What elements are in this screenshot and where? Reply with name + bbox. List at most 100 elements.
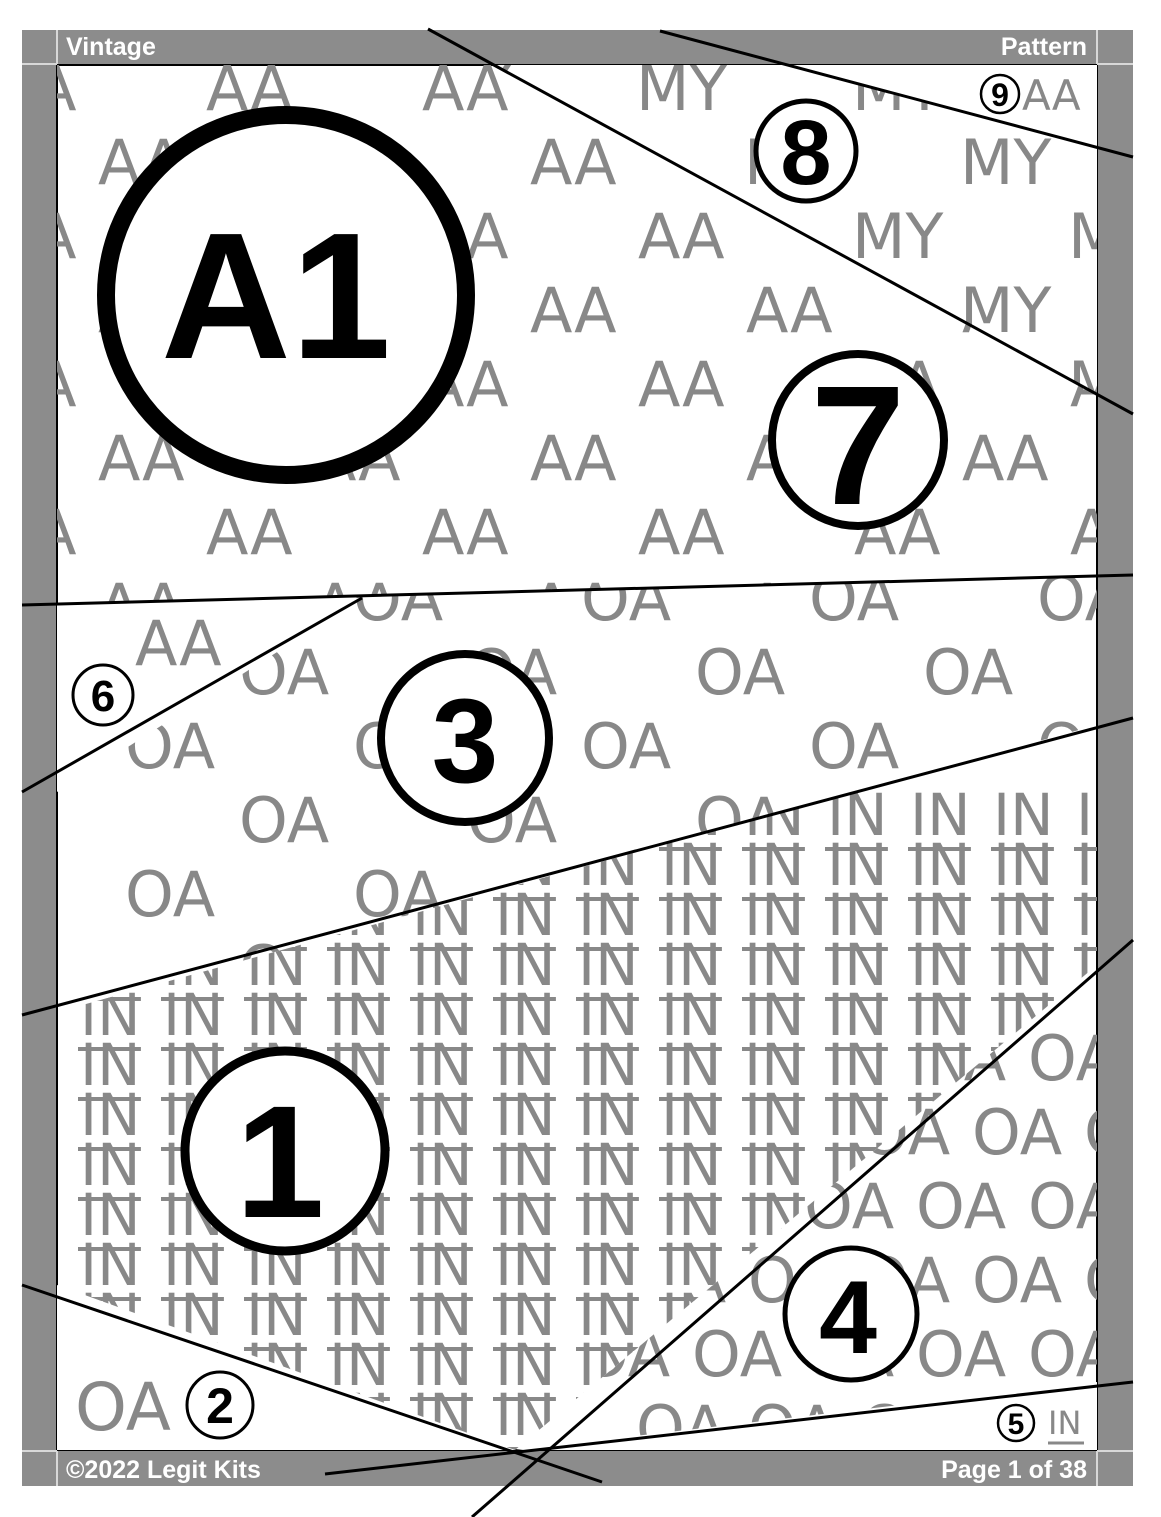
fill-code-glyph: IN	[993, 781, 1054, 849]
fill-code-glyph: IN	[578, 1031, 639, 1099]
fill-code-glyph: IN	[495, 1331, 556, 1399]
seam-3-6	[21, 596, 363, 794]
fill-code-glyph: IN	[827, 1031, 888, 1099]
region-badge-6: 6	[71, 663, 135, 727]
fill-code-glyph: AA	[746, 274, 833, 347]
fill-code-glyph: OA	[1151, 932, 1161, 1005]
fill-code-glyph: IN	[246, 981, 307, 1049]
fill-code-glyph: IN	[578, 931, 639, 999]
fill-code-glyph: MY	[852, 200, 943, 273]
seam-top-mid	[21, 573, 1134, 607]
fill-code-glyph: IN	[80, 1031, 141, 1099]
fill-code-glyph: OA	[1028, 1022, 1118, 1095]
svg-text:4: 4	[819, 1260, 877, 1376]
fill-code-glyph: IN	[578, 1231, 639, 1299]
fill-code-glyph: IN	[910, 881, 971, 949]
fill-code-glyph: IN	[495, 931, 556, 999]
fill-code-glyph: IN	[412, 1031, 473, 1099]
fill-code-glyph: OA	[923, 636, 1013, 709]
fill-code-glyph: AA	[422, 52, 509, 125]
fill-code-glyph: IN	[495, 1231, 556, 1299]
fill-code-glyph: OA	[1151, 784, 1161, 857]
svg-text:3: 3	[432, 674, 499, 808]
footer-copyright: ©2022 Legit Kits	[66, 1456, 261, 1484]
fill-code-glyph: IN	[495, 1031, 556, 1099]
fill-code-glyph: IN	[495, 1081, 556, 1149]
fill-code-glyph: OA	[692, 1318, 782, 1391]
fill-code-glyph: OA	[916, 1170, 1006, 1243]
fill-code-glyph: AA	[638, 200, 725, 273]
seam-1-4	[471, 938, 1134, 1517]
fill-code-glyph: IN	[495, 1131, 556, 1199]
fill-code-glyph: IN	[578, 1181, 639, 1249]
fill-code-glyph: IN	[744, 1081, 805, 1149]
fill-code-glyph: OA	[1151, 636, 1161, 709]
fill-code-glyph: OA	[695, 636, 785, 709]
header-right-label: Pattern	[1001, 33, 1087, 61]
svg-text:8: 8	[780, 102, 831, 204]
fill-code-glyph: IN	[578, 981, 639, 1049]
fill-code-glyph: IN	[412, 981, 473, 1049]
seam-1-3	[21, 716, 1134, 1017]
fill-code-glyph: IN	[246, 1281, 307, 1349]
region-badge-8: 8	[753, 98, 859, 204]
fill-code-glyph: OA	[972, 1096, 1062, 1169]
fill-code-glyph: AA	[206, 496, 293, 569]
svg-text:1: 1	[236, 1072, 325, 1251]
svg-text:5: 5	[1008, 1408, 1025, 1441]
seam-7-8	[427, 27, 1134, 416]
fill-code-glyph: IN	[329, 981, 390, 1049]
fill-code-glyph: IN	[80, 1081, 141, 1149]
fill-code-glyph: OA	[1084, 1244, 1161, 1317]
fill-code-glyph: AA	[0, 52, 77, 125]
seam-4-5	[324, 1380, 1134, 1476]
region-badge-2: 2	[185, 1370, 255, 1440]
fill-code-glyph: IN	[993, 881, 1054, 949]
seam-1-2	[21, 1283, 603, 1484]
svg-text:6: 6	[91, 672, 115, 721]
fill-code-glyph: AA	[638, 348, 725, 421]
fill-code-glyph: IN	[910, 781, 971, 849]
fill-code-glyph: IN	[163, 981, 224, 1049]
region-2-area	[57, 1285, 515, 1450]
fill-code-glyph: IN	[80, 1181, 141, 1249]
fill-code-glyph: AA	[0, 200, 77, 273]
region-5-area	[515, 1382, 1097, 1450]
fill-code-glyph: IN	[578, 881, 639, 949]
region-6-code: AA	[135, 607, 222, 680]
fill-code-glyph: OA	[1037, 562, 1127, 635]
fill-code-glyph: IN	[744, 831, 805, 899]
svg-text:A1: A1	[161, 196, 391, 397]
fill-code-glyph: AA	[422, 496, 509, 569]
header-left-label: Vintage	[66, 33, 156, 61]
fill-code-glyph: AA	[0, 496, 77, 569]
region-2-code: OA	[75, 1369, 171, 1446]
region-badge-5: 5	[996, 1403, 1036, 1443]
fill-code-glyph: OA	[125, 858, 215, 931]
fill-code-glyph: AA	[1070, 496, 1157, 569]
fill-code-glyph: IN	[412, 1081, 473, 1149]
fill-code-glyph: IN	[578, 1081, 639, 1149]
fill-code-glyph: IN	[578, 1131, 639, 1199]
svg-text:9: 9	[991, 77, 1009, 113]
fill-code-glyph: IN	[827, 1081, 888, 1149]
fill-code-glyph: IN	[80, 1231, 141, 1299]
fill-code-glyph: IN	[495, 1281, 556, 1349]
fill-code-glyph: IN	[1076, 781, 1137, 849]
fill-code-glyph: MY	[636, 52, 727, 125]
fill-code-glyph: MY	[960, 126, 1051, 199]
fill-code-glyph: IN	[993, 931, 1054, 999]
fill-code-glyph: OA	[1028, 1318, 1118, 1391]
fill-code-glyph: OA	[239, 784, 329, 857]
fill-code-glyph: IN	[993, 831, 1054, 899]
fill-code-glyph: AA	[98, 570, 185, 643]
svg-text:2: 2	[206, 1378, 234, 1434]
section-badge-a1: A1	[97, 106, 475, 484]
fill-code-glyph: OA	[809, 710, 899, 783]
region-5-code: IN	[1048, 1404, 1081, 1442]
fill-code-glyph: IN	[412, 1231, 473, 1299]
fill-code-glyph: IN	[1076, 881, 1137, 949]
fill-code-glyph: OA	[809, 562, 899, 635]
fill-code-glyph: IN	[827, 931, 888, 999]
